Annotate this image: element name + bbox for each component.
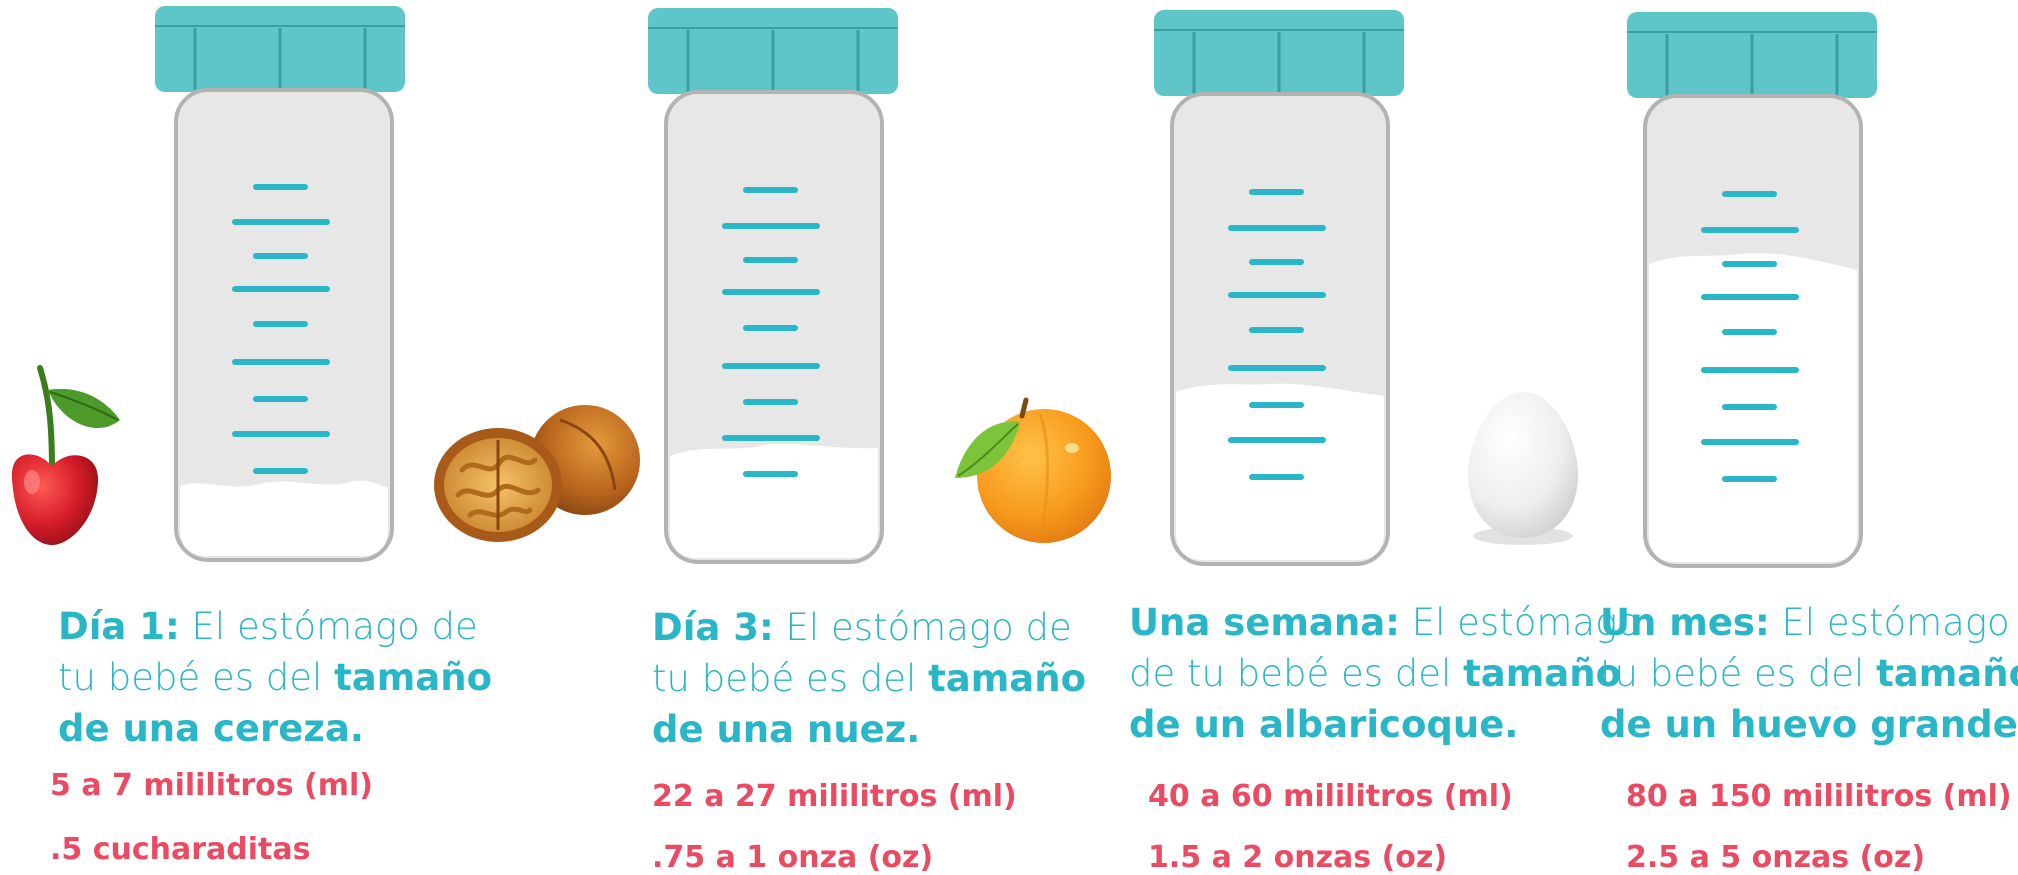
bottle-day3	[648, 8, 898, 564]
walnut-icon	[434, 405, 640, 542]
stage-title: Día 3:	[652, 606, 774, 649]
description-line2-bold: tamaño	[334, 656, 493, 699]
stage-title: Día 1:	[58, 605, 180, 648]
description-line3: de un albaricoque.	[1129, 703, 1519, 746]
egg-icon	[1468, 392, 1578, 545]
amount-ml: 40 a 60 mililitros (ml)	[1148, 779, 1513, 814]
description-line3: de una nuez.	[652, 708, 921, 751]
milk-level	[1176, 383, 1384, 560]
description-line2-bold: tamaño	[928, 657, 1087, 700]
amount-ml: 80 a 150 mililitros (ml)	[1626, 779, 2012, 814]
measure-ticks	[1228, 189, 1326, 480]
description-line1: El estómago de	[179, 605, 478, 648]
amount-alt: .75 a 1 onza (oz)	[652, 840, 934, 875]
description-line2: tu bebé es del	[58, 656, 335, 699]
milk-level	[180, 480, 388, 556]
stage-title: Una semana:	[1129, 601, 1400, 644]
description-line2: tu bebé es del	[1600, 652, 1877, 695]
apricot-icon	[955, 397, 1111, 543]
amount-alt: 1.5 a 2 onzas (oz)	[1148, 840, 1448, 875]
measure-ticks	[1701, 191, 1799, 482]
stage-description: Día 3: El estómago de tu bebé es del tam…	[652, 602, 1086, 755]
description-line2: tu bebé es del	[652, 657, 929, 700]
amount-alt: .5 cucharaditas	[50, 832, 311, 867]
description-line1: El estómago	[1399, 601, 1640, 644]
description-line1: El estómago de	[1781, 601, 2018, 644]
stage-title: Un mes:	[1600, 601, 1770, 644]
amount-ml: 5 a 7 mililitros (ml)	[50, 768, 374, 803]
stage-description: Un mes: El estómago de tu bebé es del ta…	[1600, 597, 2018, 750]
cherry-icon	[11, 365, 120, 545]
amount-ml: 22 a 27 mililitros (ml)	[652, 779, 1017, 814]
measure-ticks	[232, 184, 330, 474]
bottle-week	[1154, 10, 1404, 566]
description-line3: de un huevo grande.	[1600, 703, 2018, 746]
description-line2-bold: tamaño	[1463, 652, 1622, 695]
stage-description: Una semana: El estómago de tu bebé es de…	[1129, 597, 1640, 750]
description-line3: de una cereza.	[58, 707, 364, 750]
milk-level	[670, 444, 878, 558]
bottle-day1	[155, 6, 405, 562]
measure-ticks	[722, 187, 820, 477]
stage-description: Día 1: El estómago de tu bebé es del tam…	[58, 601, 492, 754]
description-line2-bold: tamaño	[1876, 652, 2018, 695]
description-line2: de tu bebé es del	[1129, 652, 1464, 695]
bottle-month	[1627, 12, 1877, 568]
amount-alt: 2.5 a 5 onzas (oz)	[1626, 840, 1926, 875]
description-line1: El estómago de	[773, 606, 1072, 649]
